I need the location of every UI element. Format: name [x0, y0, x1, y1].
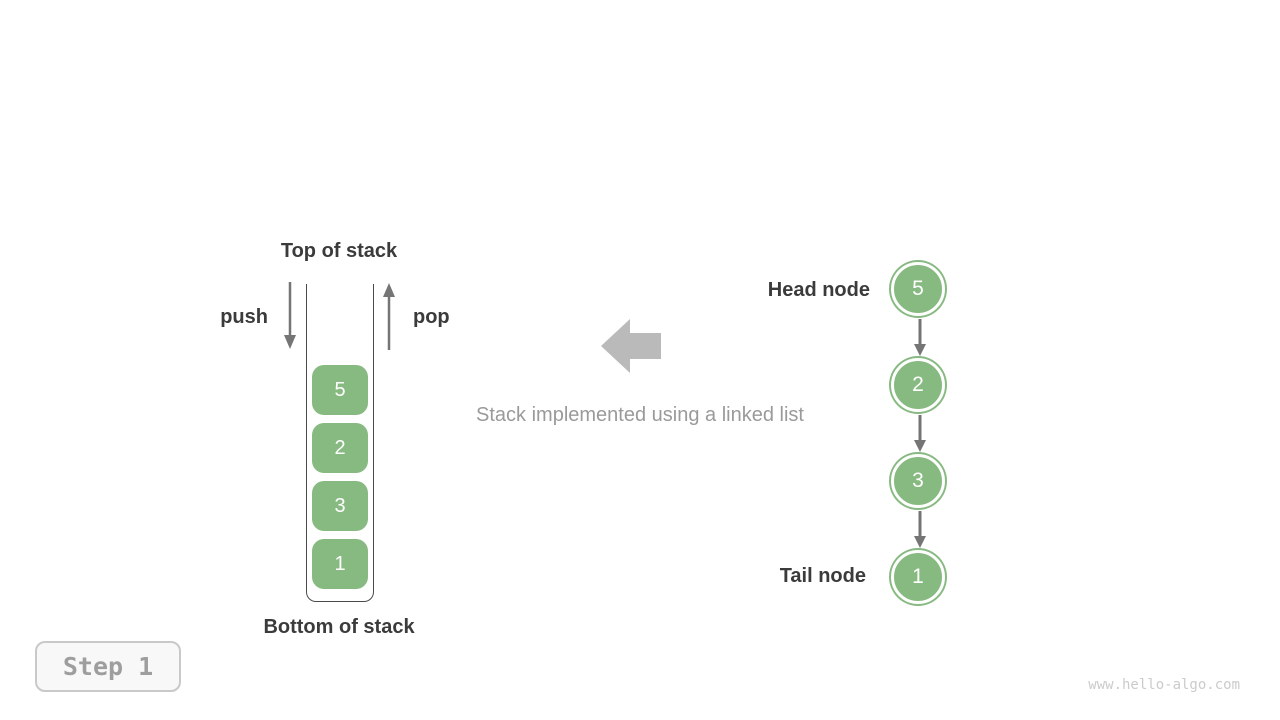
step-badge: Step 1 [35, 641, 181, 692]
list-node: 2 [891, 358, 945, 412]
list-node: 5 [891, 262, 945, 316]
link-arrow-icon [914, 415, 926, 452]
top-of-stack-label: Top of stack [280, 240, 398, 262]
list-node: 3 [891, 454, 945, 508]
push-arrow-icon [284, 282, 296, 349]
pop-label: pop [413, 306, 450, 328]
stack-item: 5 [312, 365, 368, 415]
watermark: www.hello-algo.com [1088, 677, 1240, 693]
link-arrow-icon [914, 511, 926, 548]
link-arrow-icon [914, 319, 926, 356]
bottom-of-stack-label: Bottom of stack [263, 616, 415, 638]
stack-container [306, 284, 374, 602]
stack-item: 2 [312, 423, 368, 473]
head-node-label: Head node [767, 279, 870, 301]
push-label: push [220, 306, 268, 328]
stack-item: 1 [312, 539, 368, 589]
left-block-arrow-icon [601, 319, 661, 373]
list-node: 1 [891, 550, 945, 604]
stack-item: 3 [312, 481, 368, 531]
tail-node-label: Tail node [779, 565, 866, 587]
figure-caption: Stack implemented using a linked list [476, 404, 804, 426]
pop-arrow-icon [383, 283, 395, 350]
